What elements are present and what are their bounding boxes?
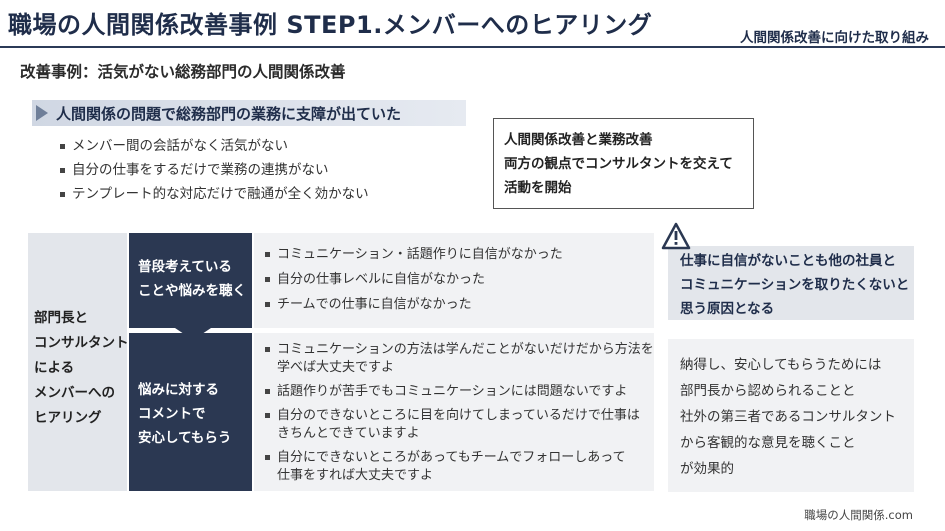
advice-box: 納得し、安心してもらうためには 部門長から認められることと 社外の第三者であるコ… [668,339,914,492]
page-title: 職場の人間関係改善事例 STEP1.メンバーへのヒアリング [8,11,653,39]
footer-credit: 職場の人間関係.com [804,508,913,522]
action-callout: 人間関係改善と業務改善 両方の観点でコンサルタントを交えて 活動を開始 [493,118,754,209]
step2-comments: コミュニケーションの方法は学んだことがないだけだから方法を学べば大丈夫ですよ 話… [254,333,654,491]
warning-box: 仕事に自信がないことも他の社員と コミュニケーションを取りたくないと 思う原因と… [668,246,914,320]
list-item: コミュニケーション・話題作りに自信がなかった [265,242,654,267]
section-tag: 人間関係改善に向けた取り組み [740,30,929,46]
bullet-icon [60,167,65,173]
list-item: 自分にできないところがあってもチームでフォローしあって仕事をすれば大丈夫ですよ [265,449,654,485]
list-item: テンプレート的な対応だけで融通が全く効かない [60,182,369,206]
warning-icon [661,222,691,250]
step2-label: 悩みに対する コメントで 安心してもらう [129,333,252,491]
case-title: 改善事例：活気がない総務部門の人間関係改善 [20,63,346,81]
bullet-icon [265,413,270,418]
list-item: コミュニケーションの方法は学んだことがないだけだから方法を学べば大丈夫ですよ [265,341,654,377]
hearing-label: 部門長と コンサルタント による メンバーへの ヒアリング [28,233,129,491]
list-item: 自分のできないところに目を向けてしまっているだけで仕事はきちんとできていますよ [265,407,654,443]
problem-list: メンバー間の会話がなく活気がない 自分の仕事をするだけで業務の連携がない テンプ… [60,134,369,206]
bullet-icon [60,143,65,149]
list-item: 自分の仕事レベルに自信がなかった [265,267,654,292]
bullet-icon [60,191,65,197]
bullet-icon [265,347,270,352]
bullet-icon [265,252,270,257]
list-item: メンバー間の会話がなく活気がない [60,134,369,158]
list-item: 自分の仕事をするだけで業務の連携がない [60,158,369,182]
bullet-icon [265,277,270,282]
list-item: チームでの仕事に自信がなかった [265,292,654,317]
triangle-arrow-icon [36,105,48,121]
title-divider [0,46,945,48]
step1-findings: コミュニケーション・話題作りに自信がなかった 自分の仕事レベルに自信がなかった … [254,233,654,328]
bullet-icon [265,389,270,394]
problem-banner-text: 人間関係の問題で総務部門の業務に支障が出ていた [56,104,402,123]
bullet-icon [265,302,270,307]
problem-banner: 人間関係の問題で総務部門の業務に支障が出ていた [32,100,466,126]
bullet-icon [265,455,270,460]
step1-label: 普段考えている ことや悩みを聴く [129,233,252,328]
list-item: 話題作りが苦手でもコミュニケーションには問題ないですよ [265,383,654,401]
